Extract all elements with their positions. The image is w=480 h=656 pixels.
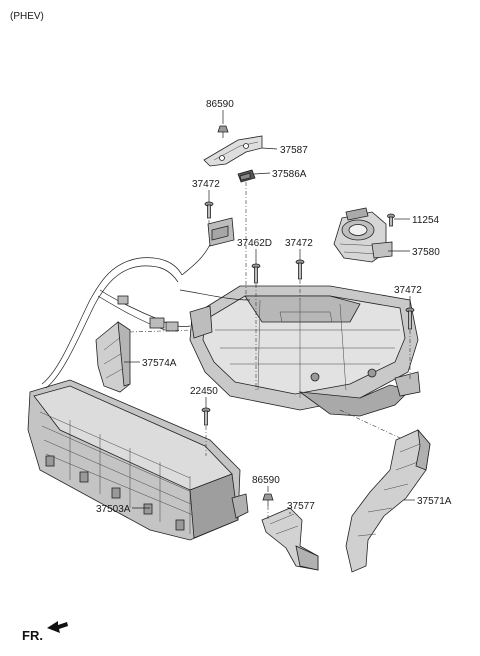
battery-tray [189, 285, 421, 417]
bolt-37462D [251, 263, 261, 284]
callout-37580: 37580 [412, 247, 440, 258]
callout-37587: 37587 [280, 145, 308, 156]
bolt-11254 [387, 213, 395, 227]
duct-37571A [345, 428, 431, 573]
leader-lines [124, 110, 415, 514]
duct-37574A [95, 321, 131, 393]
callout-22450: 22450 [190, 386, 218, 397]
battery-pack [27, 379, 249, 541]
callout-11254: 11254 [412, 215, 440, 226]
callout-37577: 37577 [287, 501, 315, 512]
bolt-86590-bottom [262, 493, 274, 506]
callout-37586A: 37586A [272, 169, 307, 180]
duct-37577 [261, 507, 319, 571]
bolt-37472-mid [295, 259, 305, 280]
blower-37580 [333, 207, 393, 263]
callout-37472-right: 37472 [394, 285, 422, 296]
callout-37503A: 37503A [96, 504, 131, 515]
front-direction-marker: FR. [22, 621, 68, 643]
front-arrow-icon [47, 621, 68, 633]
callout-37472-left: 37472 [192, 179, 220, 190]
callout-37574A: 37574A [142, 358, 177, 369]
wiring-harness [41, 217, 251, 389]
callout-86590-bottom: 86590 [252, 475, 280, 486]
front-label: FR. [22, 628, 43, 643]
callout-37472-mid: 37472 [285, 238, 313, 249]
callout-86590-top: 86590 [206, 99, 234, 110]
bolt-37472-left [204, 201, 214, 219]
variant-label: (PHEV) [10, 11, 44, 22]
bracket-37587 [203, 135, 263, 167]
bolt-86590-top [217, 125, 229, 138]
connector-37586A [237, 169, 256, 183]
bolt-22450 [201, 407, 211, 426]
callout-37571A: 37571A [417, 496, 452, 507]
callout-37462D: 37462D [237, 238, 272, 249]
alignment-lines [129, 182, 411, 520]
callouts: 86590 37587 37586A 37472 11254 37462D 37… [96, 99, 452, 515]
